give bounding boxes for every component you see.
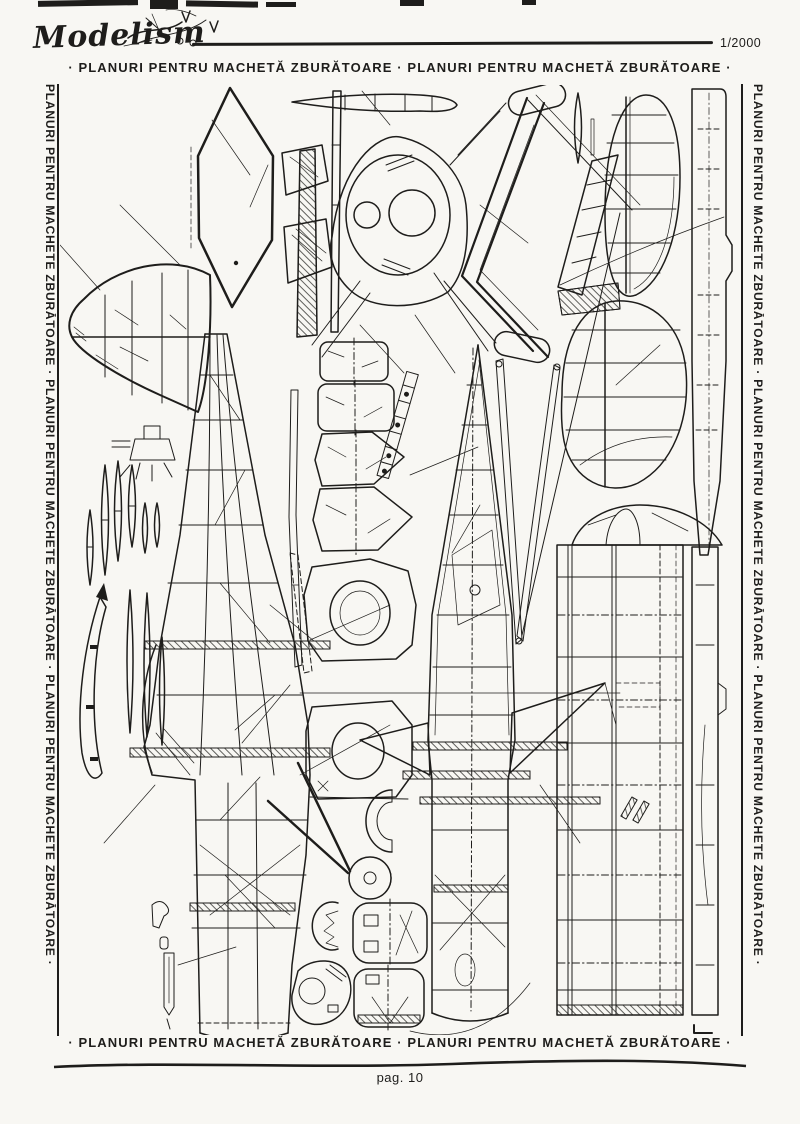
- footer-rule: [53, 1059, 747, 1069]
- cockpit-formers: [266, 552, 417, 875]
- page-number: pag. 10: [376, 1070, 424, 1085]
- masthead-rule: [191, 41, 714, 46]
- plan-drawing: [60, 85, 733, 1035]
- wing-strut-templates: [495, 212, 621, 645]
- small-part-templates: [151, 901, 237, 1030]
- banner-top: · PLANURI PENTRU MACHETĂ ZBURĂTOARE · PL…: [68, 60, 732, 75]
- sketch-doodle-icon: [123, 9, 219, 47]
- right-rule: [741, 84, 743, 1036]
- tailplane-tip-panels: [557, 92, 725, 489]
- bulkhead-formers: [312, 337, 413, 556]
- fuselage-top-view: [299, 344, 621, 1035]
- fuselage-front-view: [281, 85, 641, 374]
- issue-number: 1/2000: [720, 36, 762, 50]
- stringer-template: [288, 389, 303, 668]
- scan-artifact: [522, 0, 536, 5]
- left-rule: [57, 84, 59, 1036]
- annotation-lines: [103, 204, 581, 844]
- scan-artifact: [400, 0, 424, 6]
- wing-centre-section-panel: [556, 504, 727, 1034]
- engine-detail: [111, 425, 176, 482]
- banner-bottom: · PLANURI PENTRU MACHETĂ ZBURĂTOARE · PL…: [68, 1035, 732, 1050]
- fuselage-side-view: [129, 333, 391, 1035]
- scan-artifact: [150, 0, 178, 9]
- banner-right: PLANURI PENTRU MACHETE ZBURĂTOARE · PLAN…: [751, 84, 764, 966]
- cowling-formers: [291, 789, 428, 1032]
- spinner-disc: [348, 856, 392, 900]
- banner-left: PLANURI PENTRU MACHETE ZBURĂTOARE · PLAN…: [43, 84, 56, 966]
- scan-artifact: [266, 2, 296, 7]
- propeller-blade-template: [291, 93, 458, 113]
- tailplane-outline-template: [190, 86, 275, 309]
- wing-rib-templates: [86, 460, 161, 586]
- edge-strip-templates: [691, 88, 733, 556]
- fin-rudder-template: [60, 244, 212, 413]
